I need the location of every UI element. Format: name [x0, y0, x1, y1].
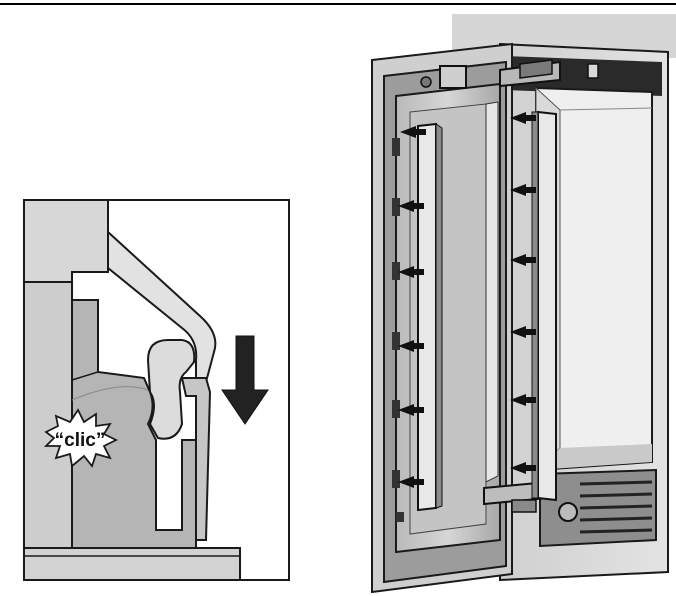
control-switch-icon: [587, 63, 599, 79]
door-clip-notches: [392, 138, 404, 522]
appliance-illustration: [371, 14, 676, 594]
mounting-arrow-icon: [510, 112, 536, 474]
left-gasket-strip: [417, 122, 437, 512]
clic-label: “clic”: [55, 430, 106, 451]
detail-callout: “clic”: [23, 199, 290, 581]
mounting-arrow-icon: [398, 126, 426, 488]
clic-burst: “clic”: [43, 408, 119, 468]
base-plinth: [23, 547, 241, 581]
cabinet-edge: [23, 199, 109, 283]
down-arrow-icon: [221, 335, 269, 425]
bottom-grille: [539, 468, 657, 548]
hook-profile: [146, 339, 196, 440]
right-gasket-strip: [537, 110, 557, 502]
door-panel-section: [71, 299, 197, 549]
adjust-knob-icon: [558, 502, 578, 522]
top-hinge: [420, 59, 561, 89]
